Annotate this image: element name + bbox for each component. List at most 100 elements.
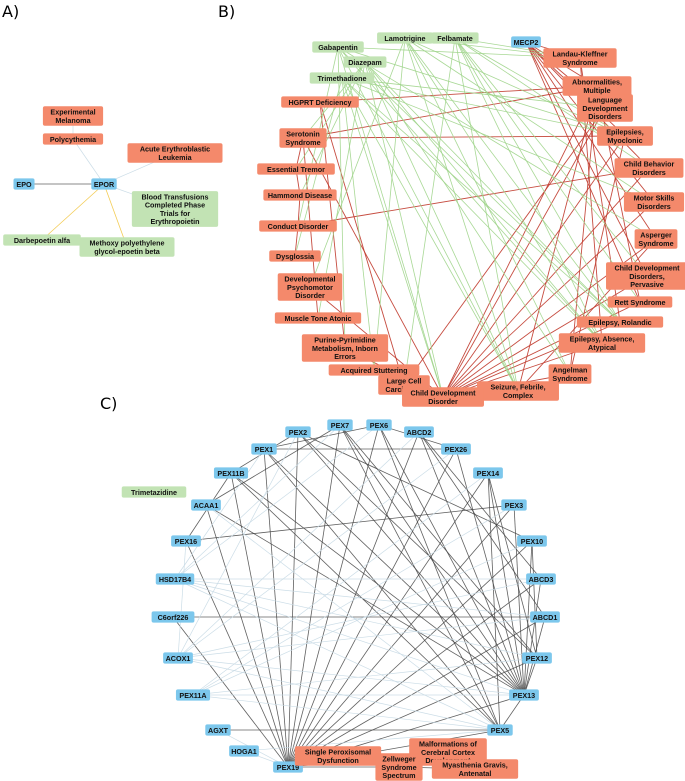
node-b_seiz[interactable]: Seizure, Febrile,Complex: [477, 381, 559, 401]
node-b_cond[interactable]: Conduct Disorder: [259, 220, 337, 232]
node-label: Serotonin: [286, 130, 320, 139]
node-label: Syndrome: [562, 58, 597, 67]
node-c_agxt[interactable]: AGXT: [205, 724, 231, 736]
node-b_epimyo[interactable]: Epilepsies,Myoclonic: [597, 126, 653, 146]
edge-b_diaz-b_seiz: [364, 61, 519, 392]
node-b_hamm[interactable]: Hammond Disease: [263, 189, 337, 201]
node-a_poly[interactable]: Polycythemia: [42, 133, 104, 145]
node-label: Psychomotor: [287, 283, 333, 292]
node-b_mta[interactable]: Muscle Tone Atonic: [274, 312, 362, 324]
node-label: Landau-Kleffner: [552, 50, 607, 59]
node-box-disease: [606, 262, 685, 290]
node-a_epor[interactable]: EPOR: [91, 178, 117, 190]
node-c_pex10[interactable]: PEX10: [517, 535, 547, 547]
node-c_pex7[interactable]: PEX7: [327, 419, 353, 431]
node-c_c6orf[interactable]: C6orf226: [151, 611, 195, 623]
node-c_trim[interactable]: Trimetazidine: [121, 486, 187, 498]
edge-c_pex12-c_hsd: [174, 578, 538, 659]
node-b_dysg[interactable]: Dysglossia: [269, 250, 321, 262]
node-c_pex11a[interactable]: PEX11A: [175, 689, 211, 701]
edge-c_pex7-c_pex13: [339, 424, 525, 696]
node-label: PEX14: [477, 469, 499, 478]
node-box-disease: [477, 381, 559, 401]
node-box-gene: [501, 499, 527, 511]
edge-b_felb-b_rett: [454, 37, 641, 303]
edge-c_pex5-c_pex11a: [192, 694, 501, 731]
edge-b_abn-b_sero: [302, 85, 598, 139]
node-label: PEX26: [445, 445, 467, 454]
edge-c_pex14-c_pex5: [487, 472, 501, 731]
node-b_mecp2[interactable]: MECP2: [511, 36, 541, 48]
node-c_pex16[interactable]: PEX16: [171, 535, 201, 547]
node-c_pex14[interactable]: PEX14: [473, 467, 503, 479]
node-box-drug: [3, 234, 81, 246]
node-c_pex3[interactable]: PEX3: [501, 499, 527, 511]
node-c_pex5[interactable]: PEX5: [487, 724, 513, 736]
node-c_pex6[interactable]: PEX6: [366, 419, 392, 431]
node-box-disease: [328, 364, 420, 376]
node-label: Pervasive: [630, 280, 664, 289]
node-c_acaa1[interactable]: ACAA1: [191, 499, 221, 511]
node-b_diaz[interactable]: Diazepam: [343, 56, 387, 68]
node-c_mga[interactable]: Myasthenia Gravis,Antenatal: [431, 759, 519, 779]
node-label: Language: [588, 96, 622, 105]
node-b_rett[interactable]: Rett Syndrome: [607, 296, 673, 308]
node-label: ABCD3: [529, 575, 554, 584]
node-b_felb[interactable]: Felbamate: [431, 32, 479, 44]
node-c_pex26[interactable]: PEX26: [441, 443, 471, 455]
node-c_hoga1[interactable]: HOGA1: [229, 745, 259, 757]
node-label: Felbamate: [437, 34, 473, 43]
edge-c_pex1-c_hsd: [174, 448, 265, 580]
node-label: Gabapentin: [318, 43, 358, 52]
node-b_abn[interactable]: Abnormalities,Multiple: [562, 76, 632, 96]
node-b_lamo[interactable]: Lamotrigine: [377, 32, 433, 44]
node-c_abcd1[interactable]: ABCD1: [530, 611, 560, 623]
node-a_darbe[interactable]: Darbepoetin alfa: [3, 234, 81, 246]
node-c_pex12[interactable]: PEX12: [522, 652, 552, 664]
node-c_pex1[interactable]: PEX1: [251, 443, 277, 455]
node-label: Single Peroxisomal: [305, 748, 371, 757]
node-c_abcd3[interactable]: ABCD3: [526, 573, 556, 585]
node-c_hsd[interactable]: HSD17B4: [155, 573, 195, 585]
node-b_stut[interactable]: Acquired Stuttering: [328, 364, 420, 376]
node-b_gaba[interactable]: Gabapentin: [312, 41, 364, 53]
edge-b_felb-b_lcc: [403, 37, 456, 386]
node-b_ess[interactable]: Essential Tremor: [257, 163, 335, 175]
node-b_rol[interactable]: Epilepsy, Rolandic: [576, 316, 664, 328]
node-box-disease: [409, 738, 487, 766]
node-label: ACOX1: [166, 654, 191, 663]
edge-b_trim-b_epimyo: [341, 77, 626, 137]
node-b_trim[interactable]: Trimethadione: [309, 72, 375, 84]
node-box-disease: [607, 296, 673, 308]
node-c_abcd2[interactable]: ABCD2: [404, 426, 434, 438]
node-c_pex2[interactable]: PEX2: [285, 426, 311, 438]
node-a_epo[interactable]: EPO: [13, 178, 35, 190]
node-c_acox1[interactable]: ACOX1: [163, 652, 193, 664]
node-c_pex13[interactable]: PEX13: [509, 689, 539, 701]
node-b_abs[interactable]: Epilepsy, Absence,Atypical: [558, 333, 646, 353]
node-c_pex11b[interactable]: PEX11B: [213, 467, 249, 479]
node-b_hgprt[interactable]: HGPRT Deficiency: [281, 96, 359, 108]
edge-c_pex3-c_pex13: [513, 504, 525, 696]
edge-c_pex1-c_pex5: [263, 448, 501, 731]
node-label: Completed Phase: [145, 201, 205, 210]
edge-b_trim-b_lang: [341, 77, 606, 109]
